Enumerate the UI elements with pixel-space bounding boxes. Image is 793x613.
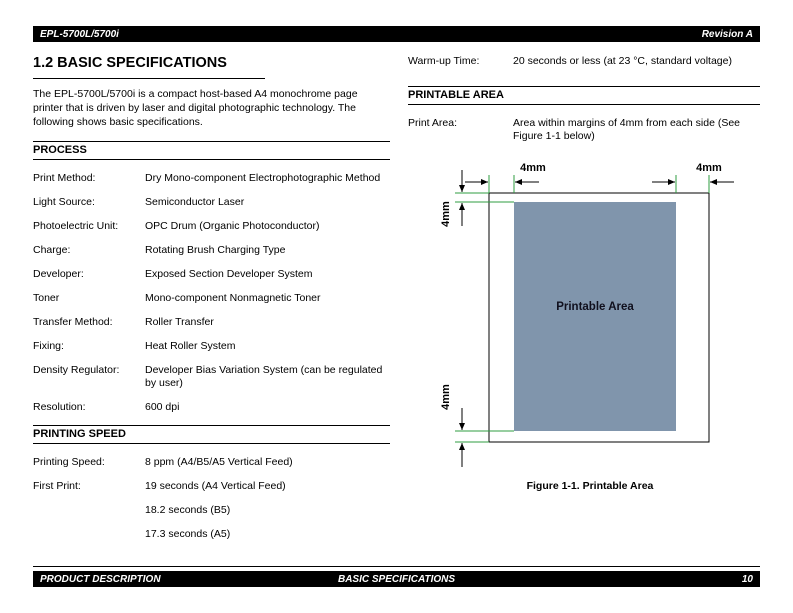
right-column: Warm-up Time: 20 seconds or less (at 23 … (408, 55, 760, 492)
margin-label-left-top: 4mm (440, 201, 452, 227)
spec-row: Fixing: Heat Roller System (33, 340, 390, 353)
spec-value: Heat Roller System (145, 340, 236, 352)
spec-value: 18.2 seconds (B5) (145, 504, 231, 516)
spec-row: Transfer Method: Roller Transfer (33, 316, 390, 329)
spec-row: 17.3 seconds (A5) (33, 528, 390, 541)
margin-label-top-left: 4mm (520, 162, 546, 174)
spec-label: Printing Speed: (33, 456, 105, 468)
spec-label: Light Source: (33, 196, 95, 208)
margin-guide-lines (455, 175, 710, 443)
header-model-name: EPL-5700L/5700i (40, 28, 119, 40)
printing-speed-heading: PRINTING SPEED (33, 425, 390, 444)
spec-value: 17.3 seconds (A5) (145, 528, 231, 540)
spec-value: Mono-component Nonmagnetic Toner (145, 292, 321, 304)
spec-row: First Print: 19 seconds (A4 Vertical Fee… (33, 480, 390, 493)
spec-value: Dry Mono-component Electrophotographic M… (145, 172, 381, 184)
spec-label: Photoelectric Unit: (33, 220, 119, 232)
spec-label: Warm-up Time: (408, 55, 480, 67)
spec-row: Photoelectric Unit: OPC Drum (Organic Ph… (33, 220, 390, 233)
spec-label (33, 528, 145, 541)
spec-row: Resolution: 600 dpi (33, 401, 390, 414)
spec-row: Print Method: Dry Mono-component Electro… (33, 172, 390, 185)
spec-label: Print Area: (408, 117, 458, 129)
spec-row: Print Area: Area within margins of 4mm f… (408, 117, 760, 143)
footer-bar: PRODUCT DESCRIPTION BASIC SPECIFICATIONS… (33, 571, 760, 587)
footer-section-center: BASIC SPECIFICATIONS (337, 573, 456, 585)
footer-rule (33, 566, 760, 567)
header-revision: Revision A (701, 28, 753, 40)
spec-label: Print Method: (33, 172, 96, 184)
spec-value: 8 ppm (A4/B5/A5 Vertical Feed) (145, 456, 293, 468)
spec-value: 19 seconds (A4 Vertical Feed) (145, 480, 286, 492)
spec-label: Charge: (33, 244, 71, 256)
spec-row: Density Regulator: Developer Bias Variat… (33, 364, 390, 390)
spec-value: Area within margins of 4mm from each sid… (513, 117, 741, 142)
process-heading: PROCESS (33, 141, 390, 160)
spec-label: First Print: (33, 480, 81, 492)
section-title: 1.2 BASIC SPECIFICATIONS (33, 55, 265, 79)
spec-value: Exposed Section Developer System (145, 268, 313, 280)
printable-area-rect (514, 202, 676, 431)
spec-row: Charge: Rotating Brush Charging Type (33, 244, 390, 257)
spec-row: Warm-up Time: 20 seconds or less (at 23 … (408, 55, 760, 68)
spec-row: Light Source: Semiconductor Laser (33, 196, 390, 209)
dimension-arrows (459, 170, 734, 467)
margin-label-left-bottom: 4mm (440, 384, 452, 410)
spec-value: Semiconductor Laser (145, 196, 245, 208)
header-bar: EPL-5700L/5700i Revision A (33, 26, 760, 42)
spec-row: Printing Speed: 8 ppm (A4/B5/A5 Vertical… (33, 456, 390, 469)
printable-area-label: Printable Area (556, 301, 634, 313)
footer-section-left: PRODUCT DESCRIPTION (40, 573, 161, 585)
margin-label-top-right: 4mm (696, 162, 722, 174)
spec-label: Developer: (33, 268, 84, 280)
spec-row: 18.2 seconds (B5) (33, 504, 390, 517)
figure-caption: Figure 1-1. Printable Area (526, 480, 654, 492)
spec-row: Toner Mono-component Nonmagnetic Toner (33, 292, 390, 305)
spec-row: Developer: Exposed Section Developer Sys… (33, 268, 390, 281)
spec-label (33, 504, 145, 517)
left-column: 1.2 BASIC SPECIFICATIONS The EPL-5700L/5… (33, 55, 390, 552)
spec-label: Resolution: (33, 401, 86, 413)
spec-value: 600 dpi (145, 401, 180, 413)
spec-label: Toner (33, 292, 60, 304)
printable-area-diagram: 4mm 4mm 4mm 4mm Printable Area (440, 162, 734, 467)
footer-page-number: 10 (741, 573, 753, 585)
printable-area-heading: PRINTABLE AREA (408, 86, 760, 105)
spec-label: Fixing: (33, 340, 64, 352)
spec-label: Density Regulator: (33, 364, 120, 376)
intro-paragraph: The EPL-5700L/5700i is a compact host-ba… (33, 88, 358, 128)
spec-value: Roller Transfer (145, 316, 214, 328)
spec-value: OPC Drum (Organic Photoconductor) (145, 220, 320, 232)
spec-value: Rotating Brush Charging Type (145, 244, 286, 256)
spec-value: Developer Bias Variation System (can be … (145, 364, 383, 389)
spec-value: 20 seconds or less (at 23 °C, standard v… (513, 55, 732, 67)
spec-label: Transfer Method: (33, 316, 113, 328)
printable-area-figure: 4mm 4mm 4mm 4mm Printable Area Figure 1-… (425, 157, 755, 492)
